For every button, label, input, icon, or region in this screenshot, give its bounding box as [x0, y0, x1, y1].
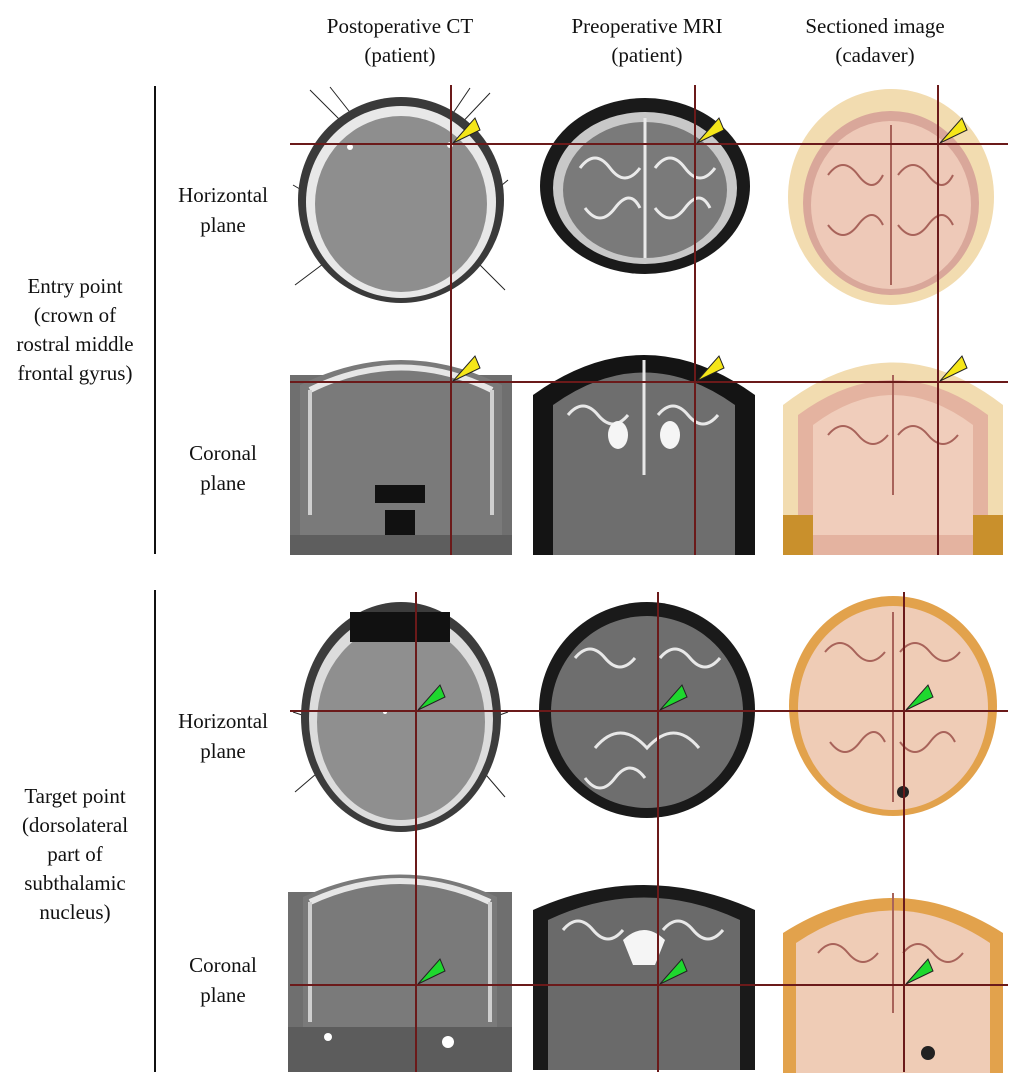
row-label-line2: plane: [200, 983, 246, 1007]
row-label-entry-horizontal: Horizontal plane: [160, 180, 286, 240]
column-header-mri: Preoperative MRI (patient): [527, 12, 767, 70]
section-divider-entry: [154, 86, 156, 554]
section-label-target: Target point (dorsolateral part of subth…: [0, 782, 150, 927]
section-label-target-line2: (dorsolateral: [21, 813, 129, 837]
row-label-line2: plane: [200, 471, 246, 495]
ct-horizontal-entry-image: [290, 85, 512, 307]
row-label-line1: Coronal: [189, 441, 257, 465]
sectioned-coronal-target-image: [778, 873, 1008, 1073]
row-label-entry-coronal: Coronal plane: [160, 438, 286, 498]
sectioned-horizontal-target-image: [785, 592, 1007, 820]
row-label-line1: Horizontal: [178, 183, 268, 207]
section-label-entry-line4: frontal gyrus): [17, 361, 133, 385]
section-label-entry: Entry point (crown of rostral middle fro…: [0, 272, 150, 388]
column-header-mri-line1: Preoperative MRI: [571, 14, 723, 38]
ct-coronal-target-image: [288, 852, 512, 1072]
ct-horizontal-target-image: [290, 592, 512, 837]
mri-horizontal-entry-image: [530, 88, 760, 278]
row-label-target-horizontal: Horizontal plane: [160, 706, 286, 766]
column-header-ct-line1: Postoperative CT: [326, 14, 474, 38]
mri-coronal-entry-image: [528, 335, 760, 555]
section-label-entry-line1: Entry point: [27, 274, 123, 298]
section-label-entry-line3: rostral middle: [16, 332, 134, 356]
column-header-sectioned: Sectioned image (cadaver): [755, 12, 995, 70]
column-header-sectioned-line2: (cadaver): [835, 43, 915, 67]
mri-coronal-target-image: [528, 870, 760, 1070]
column-header-ct-line2: (patient): [364, 43, 436, 67]
sectioned-horizontal-entry-image: [783, 85, 1008, 310]
column-header-mri-line2: (patient): [611, 43, 683, 67]
row-label-line1: Coronal: [189, 953, 257, 977]
section-label-target-line3: part of: [47, 842, 103, 866]
section-label-target-line5: nucleus): [39, 900, 111, 924]
section-label-entry-line2: (crown of: [33, 303, 117, 327]
row-label-target-coronal: Coronal plane: [160, 950, 286, 1010]
row-label-line2: plane: [200, 739, 246, 763]
mri-horizontal-target-image: [535, 598, 760, 823]
ct-coronal-entry-image: [290, 345, 512, 555]
column-header-ct: Postoperative CT (patient): [280, 12, 520, 70]
row-label-line1: Horizontal: [178, 709, 268, 733]
section-label-target-line4: subthalamic: [24, 871, 126, 895]
section-divider-target: [154, 590, 156, 1072]
section-label-target-line1: Target point: [24, 784, 126, 808]
column-header-sectioned-line1: Sectioned image: [805, 14, 945, 38]
sectioned-coronal-entry-image: [778, 335, 1008, 555]
row-label-line2: plane: [200, 213, 246, 237]
